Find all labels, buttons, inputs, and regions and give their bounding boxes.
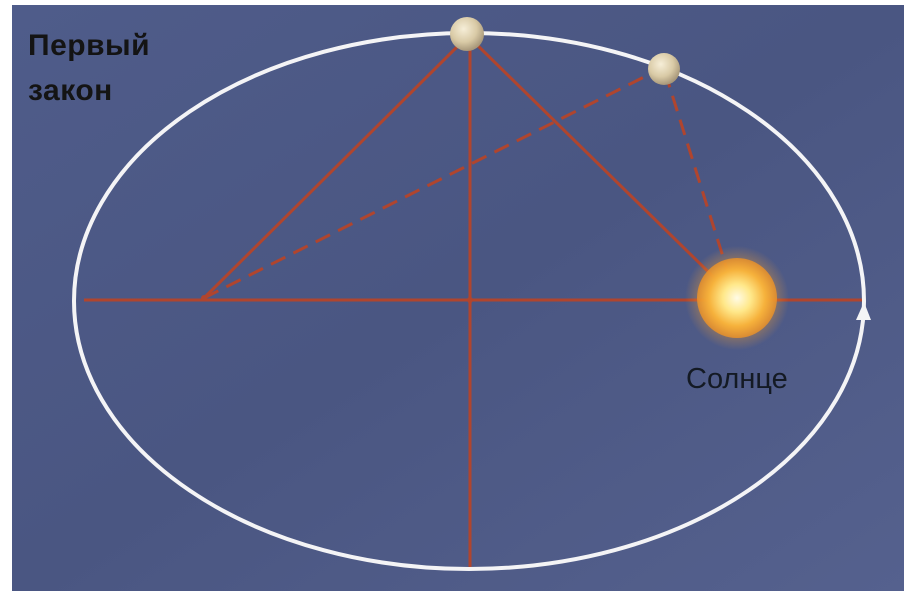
- sun-label: Солнце: [686, 363, 788, 395]
- sun: [697, 258, 777, 338]
- planet-position-b: [648, 53, 680, 85]
- ellipse-center-point: [467, 297, 473, 303]
- empty-focus-point: [201, 295, 207, 301]
- title-line-1: Первый: [28, 29, 150, 62]
- title-line-2: закон: [28, 74, 113, 107]
- planet-position-a: [450, 17, 484, 51]
